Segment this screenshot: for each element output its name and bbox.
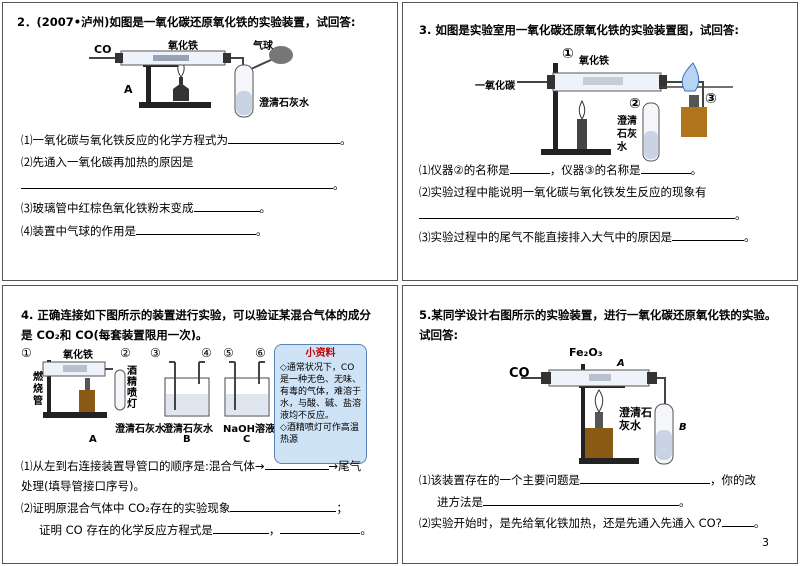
answer-blank[interactable]: [212, 522, 269, 534]
answer-blank[interactable]: [230, 500, 337, 512]
question-line: ⑴从左到右连接装置导管口的顺序是:混合气体→→尾气: [21, 458, 362, 473]
balloon-label: 气球: [253, 41, 273, 52]
c-label: C: [243, 434, 251, 445]
b-label: B: [183, 434, 191, 445]
question-line: 。: [419, 207, 747, 222]
a-label: A: [617, 358, 625, 369]
question-line: 。: [21, 177, 345, 192]
question-line: ⑵证明原混合气体中 CO₂存在的实验现象；: [21, 500, 348, 515]
question-heading: 5.某同学设计右图所示的实验装置，进行一氧化碳还原氧化铁的实验。: [419, 308, 777, 322]
answer-blank[interactable]: [419, 207, 735, 219]
question-panel-2: 2．(2007•泸州)如图是一氧化碳还原氧化铁的实验装置，试回答: CO 氧化铁…: [2, 2, 398, 281]
fe2o3-label: Fe₂O₃: [569, 346, 603, 359]
question-line: ⑴一氧化碳与氧化铁反应的化学方程式为。: [21, 132, 352, 147]
question-panel-3: 3. 如图是实验室用一氧化碳还原氧化铁的实验装置图，试回答: ① 氧化铁 一氧化…: [402, 2, 798, 281]
note-title: 小资料: [305, 348, 336, 359]
limewater-a-label: 澄清石灰水: [115, 424, 165, 435]
marker-5: ⑤: [223, 346, 234, 360]
question-panel-4: 4. 正确连接如下图所示的装置进行实验，可以验证某混合气体的成分 是 CO₂和 …: [2, 285, 398, 564]
question-line: 进方法是。: [437, 494, 691, 509]
co-reduction-apparatus-figure: [89, 46, 293, 118]
marker-1: ①: [21, 346, 32, 360]
question-line: ⑷装置中气球的作用是。: [21, 223, 268, 238]
answer-blank[interactable]: [264, 458, 329, 470]
answer-blank[interactable]: [193, 200, 260, 212]
question-line: ⑴仪器②的名称是，仪器③的名称是。: [419, 162, 703, 177]
note-line: ◇酒精喷灯可作高温热源: [280, 423, 359, 445]
b-label: B: [679, 422, 687, 433]
burning-tube-label: 燃烧管: [33, 372, 43, 407]
note-line: ◇通常状况下，CO是一种无色、无味、有毒的气体，难溶于水，与酸、碱、盐溶液均不反…: [280, 363, 362, 421]
limewater-label: 澄清石灰水: [619, 406, 652, 432]
limewater-label: 澄清石灰水: [259, 98, 309, 109]
a-label: A: [124, 83, 133, 96]
question-heading: 是 CO₂和 CO(每套装置限用一次)。: [21, 328, 208, 342]
answer-blank[interactable]: [483, 494, 679, 506]
question-line: ⑶实验过程中的尾气不能直接排入大气中的原因是。: [419, 229, 756, 244]
answer-blank[interactable]: [280, 522, 361, 534]
gas-test-apparatus-figure: [42, 360, 270, 418]
iron-oxide-label: 氧化铁: [168, 41, 198, 52]
limewater-b-label: 澄清石灰水: [163, 424, 213, 435]
question-line: ⑵实验过程中能说明一氧化碳与氧化铁发生反应的现象有: [419, 185, 707, 199]
marker-2: ②: [629, 96, 641, 112]
answer-blank[interactable]: [721, 515, 754, 527]
page-number: 3: [762, 536, 769, 549]
info-note: 小资料 ◇通常状况下，CO是一种无色、无味、有毒的气体，难溶于水，与酸、碱、盐溶…: [274, 344, 367, 464]
co-reduction-apparatus-figure: [521, 364, 674, 465]
co-reduction-apparatus-figure: [517, 62, 733, 162]
question-line: 处理(填导管接口序号)。: [21, 479, 145, 493]
question-line: 证明 CO 存在的化学反应方程式是，。: [39, 522, 372, 537]
alcohol-lamp-label: 酒精喷灯: [127, 366, 137, 410]
question-line: ⑴该装置存在的一个主要问题是，你的改: [419, 472, 756, 487]
answer-blank[interactable]: [509, 162, 550, 174]
co-label: CO: [94, 43, 112, 56]
question-heading: 3. 如图是实验室用一氧化碳还原氧化铁的实验装置图，试回答:: [419, 23, 739, 37]
question-heading: 4. 正确连接如下图所示的装置进行实验，可以验证某混合气体的成分: [21, 308, 371, 322]
question-line: ⑵实验开始时，是先给氧化铁加热，还是先通入先通入 CO?。: [419, 515, 766, 530]
iron-oxide-label: 氧化铁: [63, 350, 93, 361]
question-panel-5: 5.某同学设计右图所示的实验装置，进行一氧化碳还原氧化铁的实验。 试回答: Fe…: [402, 285, 798, 564]
question-heading: 试回答:: [419, 328, 459, 342]
co-label: 一氧化碳: [475, 81, 515, 92]
answer-blank[interactable]: [136, 223, 256, 235]
marker-1: ①: [562, 46, 574, 62]
marker-6: ⑥: [255, 346, 266, 360]
co-label: CO: [509, 366, 530, 381]
marker-2: ②: [120, 346, 131, 360]
naoh-label: NaOH溶液: [223, 424, 275, 435]
marker-3: ③: [150, 346, 161, 360]
question-heading: 2．(2007•泸州)如图是一氧化碳还原氧化铁的实验装置，试回答:: [17, 15, 356, 29]
answer-blank[interactable]: [21, 177, 333, 189]
marker-4: ④: [201, 346, 212, 360]
marker-3: ③: [705, 91, 717, 107]
question-line: ⑶玻璃管中红棕色氧化铁粉末变成。: [21, 200, 271, 215]
question-line: ⑵先通入一氧化碳再加热的原因是: [21, 155, 194, 169]
answer-blank[interactable]: [228, 132, 340, 144]
iron-oxide-label: 氧化铁: [579, 56, 609, 67]
a-label: A: [89, 434, 97, 445]
limewater-label: 澄清石灰水: [617, 116, 637, 153]
answer-blank[interactable]: [640, 162, 691, 174]
answer-blank[interactable]: [580, 472, 710, 484]
answer-blank[interactable]: [672, 229, 744, 241]
